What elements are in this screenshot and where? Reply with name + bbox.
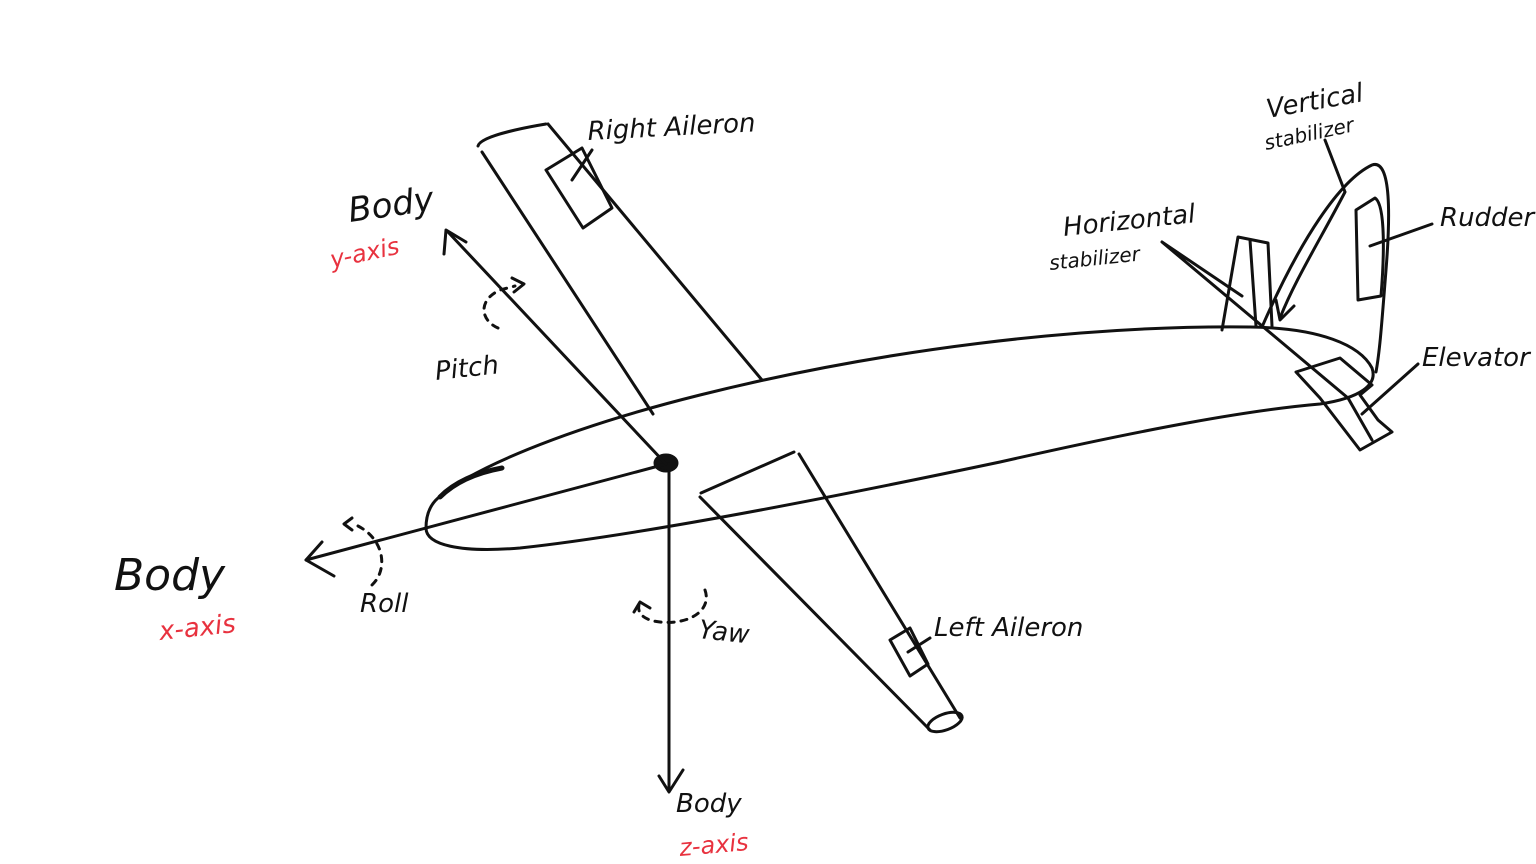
- horizontal-stabilizer-label-2: stabilizer: [1048, 241, 1143, 275]
- left-wing: [698, 450, 962, 732]
- horizontal-stabilizer-root: [1220, 235, 1274, 332]
- left-aileron-leader: [906, 636, 932, 654]
- labels: Body x-axis Roll Body y-axis Pitch Body …: [114, 78, 1536, 862]
- nose-highlight: [437, 465, 505, 500]
- right-wing: [476, 122, 764, 416]
- y-axis-name-label: y-axis: [326, 232, 401, 274]
- left-wingtip: [926, 710, 964, 734]
- vertical-stabilizer-arrowhead: [1274, 298, 1296, 322]
- left-aileron-surface: [888, 626, 930, 678]
- z-axis-body-label: Body: [676, 789, 742, 819]
- yaw-arrowhead: [632, 600, 652, 614]
- roll-rotation-arrow: [356, 524, 384, 587]
- y-axis-line: [446, 230, 668, 466]
- x-axis-arrowhead: [304, 540, 336, 578]
- x-axis-name-label: x-axis: [157, 609, 238, 647]
- airplane: [424, 122, 1394, 734]
- y-axis-body-label: Body: [346, 179, 437, 231]
- x-axis-line: [304, 462, 668, 562]
- horizontal-stabilizer-label-1: Horizontal: [1062, 199, 1198, 243]
- rudder-surface: [1354, 196, 1385, 302]
- vertical-stabilizer: [1260, 163, 1391, 374]
- x-axis-body-label: Body: [114, 550, 226, 601]
- elevator-surface: [1294, 356, 1394, 452]
- body-axes: [304, 228, 708, 794]
- elevator-leader: [1360, 362, 1420, 416]
- pitch-arrowhead: [510, 276, 526, 294]
- y-axis-arrowhead: [442, 228, 468, 256]
- roll-arrowhead: [342, 516, 354, 532]
- vertical-stabilizer-leader: [1278, 138, 1347, 320]
- horizontal-stabilizer-leader: [1160, 240, 1350, 400]
- left-aileron-label: Left Aileron: [934, 613, 1083, 643]
- z-axis-arrowhead: [657, 768, 685, 794]
- yaw-label: Yaw: [697, 615, 751, 650]
- leader-lines: [570, 138, 1434, 654]
- pitch-label: Pitch: [434, 350, 501, 387]
- elevator-label: Elevator: [1422, 343, 1532, 373]
- pitch-rotation-arrow: [482, 284, 517, 330]
- right-aileron-leader: [570, 148, 594, 182]
- right-aileron-label: Right Aileron: [587, 108, 756, 147]
- roll-label: Roll: [360, 589, 409, 619]
- rudder-label: Rudder: [1440, 203, 1536, 233]
- fuselage: [424, 325, 1375, 551]
- rudder-leader: [1368, 222, 1434, 248]
- z-axis-name-label: z-axis: [677, 828, 750, 862]
- right-aileron-surface: [544, 146, 614, 230]
- yaw-rotation-arrow: [637, 588, 708, 624]
